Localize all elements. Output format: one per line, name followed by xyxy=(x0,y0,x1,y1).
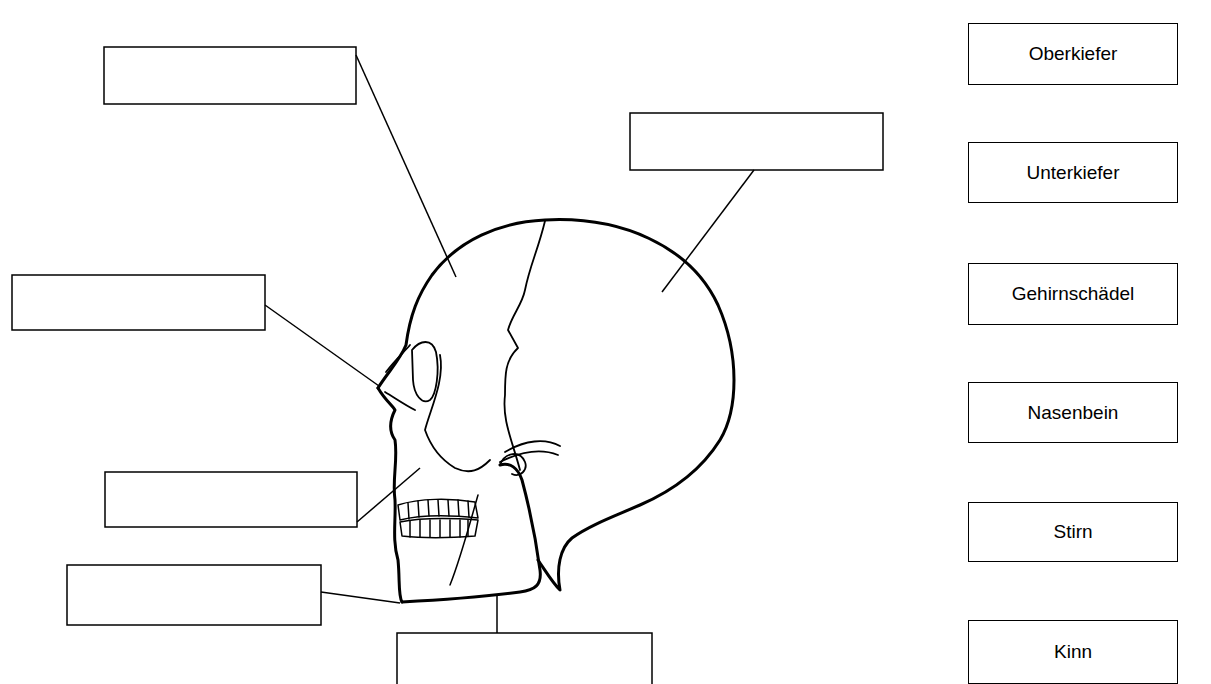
word-box: Gehirnschädel xyxy=(968,263,1178,325)
word-box: Oberkiefer xyxy=(968,23,1178,85)
answer-box xyxy=(67,565,321,625)
mandible-outline xyxy=(402,464,540,602)
word-label: Kinn xyxy=(1054,641,1092,663)
cheek-bone xyxy=(425,355,490,471)
leader-line xyxy=(265,305,379,386)
word-box: Nasenbein xyxy=(968,382,1178,443)
leader-line xyxy=(496,596,498,633)
word-label: Gehirnschädel xyxy=(1012,283,1135,305)
zygomatic-arch xyxy=(500,451,558,462)
answer-box xyxy=(105,472,357,527)
answer-box xyxy=(12,275,265,330)
word-box: Unterkiefer xyxy=(968,142,1178,203)
nasal-line xyxy=(385,392,415,410)
jaw-condyle xyxy=(500,454,526,475)
answer-box xyxy=(397,633,652,684)
teeth xyxy=(398,499,478,537)
zygomatic-arch xyxy=(505,441,560,452)
answer-box xyxy=(104,47,356,104)
nasal-bone xyxy=(386,345,410,372)
word-box: Stirn xyxy=(968,502,1178,562)
cranium-outline xyxy=(378,220,734,590)
leader-line xyxy=(662,170,754,292)
suture-line xyxy=(504,221,545,470)
leader-line xyxy=(321,592,400,603)
word-label: Nasenbein xyxy=(1028,402,1119,424)
word-label: Unterkiefer xyxy=(1027,162,1120,184)
mandible-line xyxy=(450,495,478,585)
leader-line xyxy=(356,55,456,277)
face-outline xyxy=(378,388,402,602)
word-label: Stirn xyxy=(1053,521,1092,543)
leader-line xyxy=(357,468,420,522)
eye-socket xyxy=(412,342,438,401)
word-box: Kinn xyxy=(968,620,1178,684)
word-label: Oberkiefer xyxy=(1029,43,1118,65)
answer-box xyxy=(630,113,883,170)
